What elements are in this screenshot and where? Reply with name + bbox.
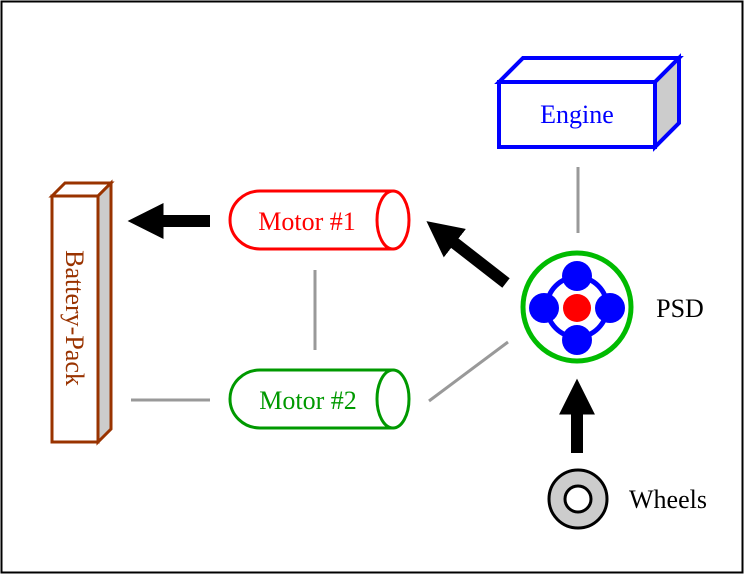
battery-label: Battery-Pack: [60, 250, 89, 386]
psd-label: PSD: [656, 294, 704, 323]
motor2-psd-connector: [428, 340, 509, 403]
sun-gear: [563, 294, 591, 322]
motor-2: Motor #2: [228, 368, 411, 430]
battery-pack: Battery-Pack: [48, 179, 115, 446]
arrow-psd-to-motor1: [426, 221, 510, 288]
motor2-label: Motor #2: [259, 386, 357, 415]
engine-block: Engine: [494, 53, 684, 152]
wheels-icon: [547, 468, 609, 530]
connectors: [131, 167, 580, 403]
motor1-label: Motor #1: [258, 207, 356, 236]
wheels-label: Wheels: [629, 485, 707, 514]
planet-gear: [529, 293, 559, 323]
motor-1: Motor #1: [228, 189, 411, 251]
planet-gear: [562, 261, 592, 291]
psd-planetary-gear: [520, 250, 634, 364]
planet-gear: [562, 325, 592, 355]
engine-label: Engine: [540, 100, 614, 129]
planet-gear: [595, 293, 625, 323]
